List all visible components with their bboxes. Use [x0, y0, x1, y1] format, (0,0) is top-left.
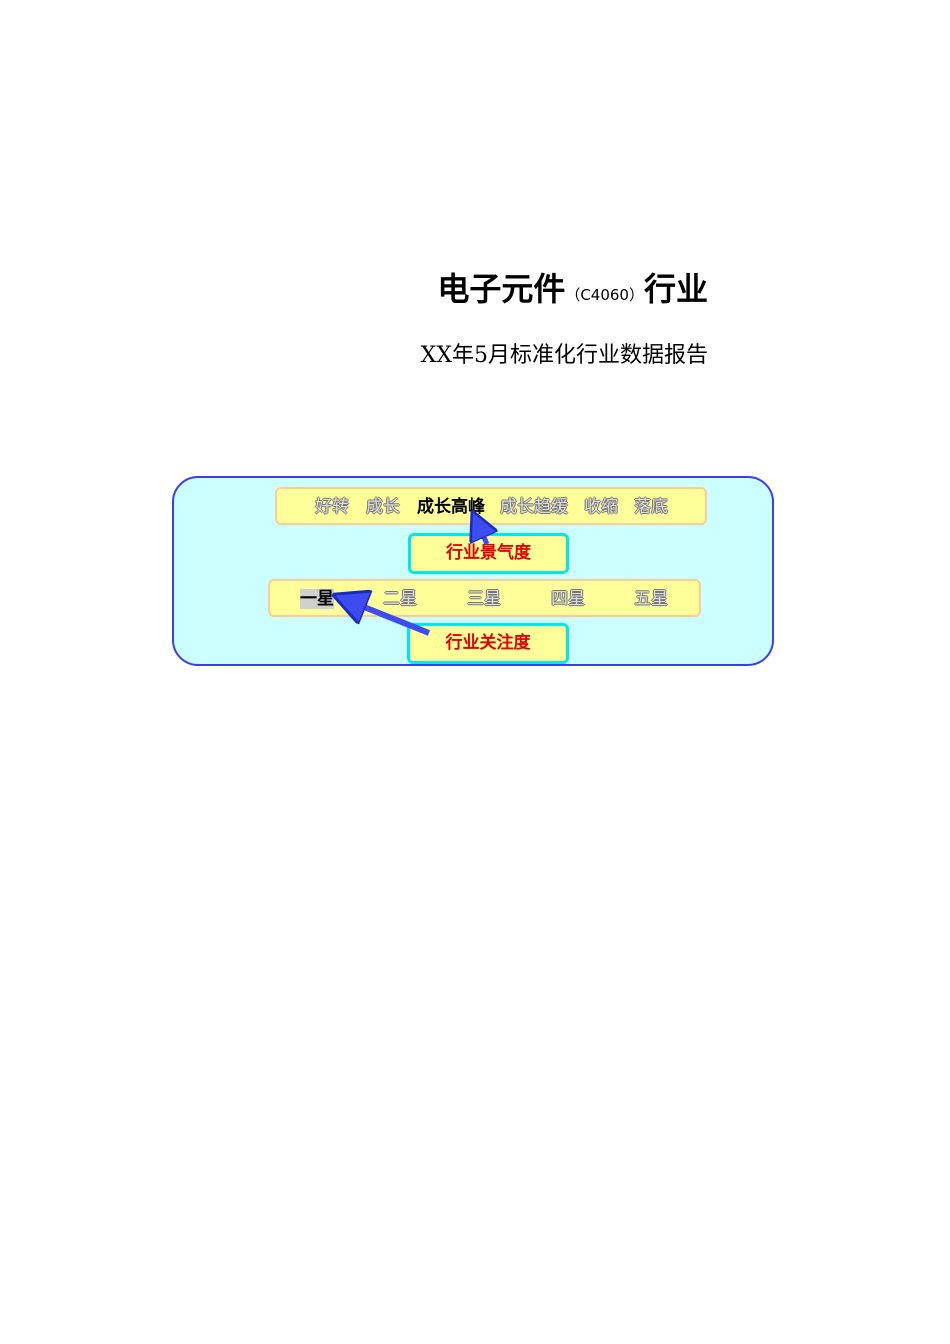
industry-rating-diagram: 好转 成长 成长高峰 成长趋缓 收缩 落底 行业景气度 一星 二星 三星 四星 …: [172, 476, 774, 666]
growth-stage-bar: 好转 成长 成长高峰 成长趋缓 收缩 落底: [275, 487, 707, 525]
title-main: 电子元件: [437, 270, 566, 308]
stage-growth-slowing: 成长趋缓: [500, 497, 568, 517]
industry-attention-label: 行业关注度: [407, 623, 569, 664]
star-one: 一星: [300, 589, 334, 609]
stage-bottom: 落底: [634, 497, 668, 517]
attention-arrow-icon: [349, 601, 431, 636]
star-three: 三星: [467, 589, 501, 609]
star-four: 四星: [551, 589, 585, 609]
star-two: 二星: [383, 589, 417, 609]
arrow-icon: [174, 478, 776, 636]
stage-improving: 好转: [315, 497, 349, 517]
star-five: 五星: [634, 589, 668, 609]
stage-growth-peak: 成长高峰: [417, 497, 485, 517]
stage-growth: 成长: [366, 497, 400, 517]
title-suffix: 行业: [643, 270, 708, 308]
title-code: （C4060）: [565, 286, 644, 304]
report-title: 电子元件（C4060）行业: [437, 266, 708, 318]
stage-contraction: 收缩: [584, 497, 618, 517]
climate-arrow-icon: [478, 524, 487, 546]
report-subtitle: XX年5月标准化行业数据报告: [420, 343, 708, 368]
